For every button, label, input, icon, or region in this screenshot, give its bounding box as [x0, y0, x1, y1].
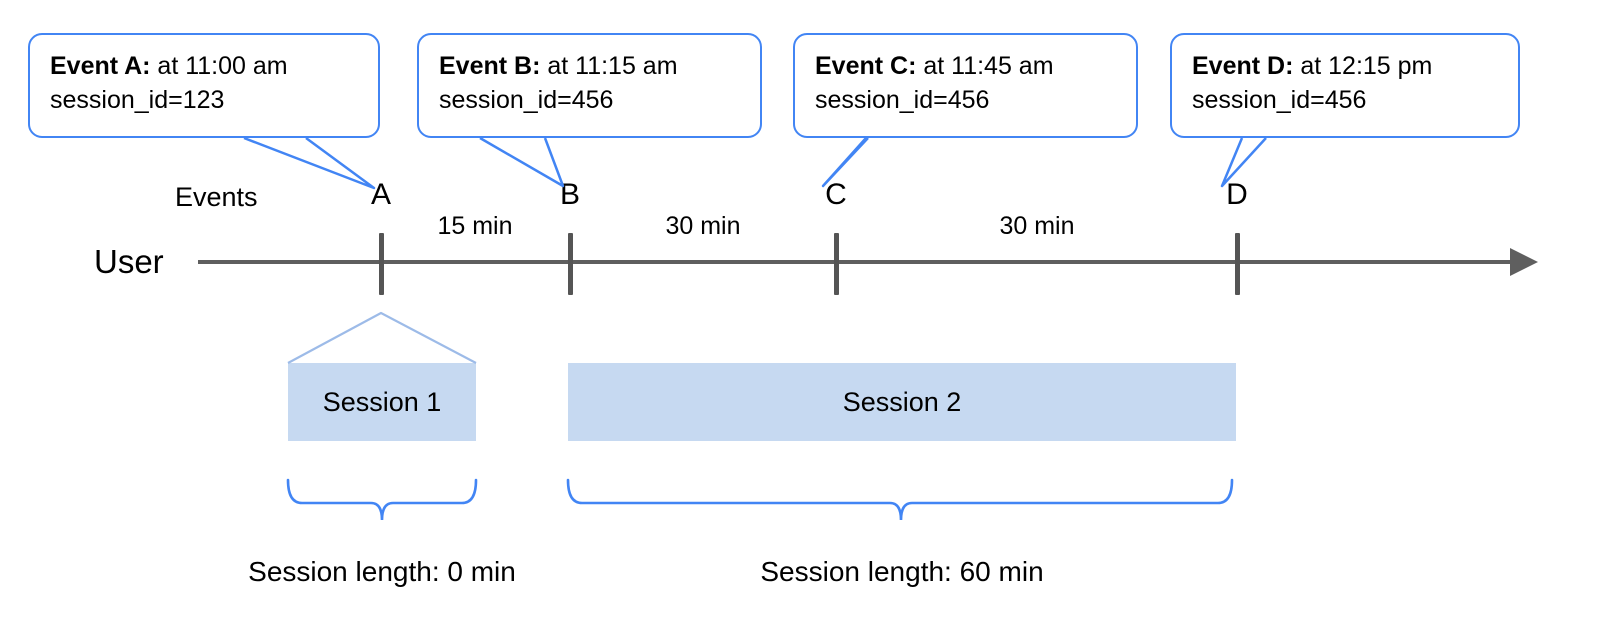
callout-d-bold: Event D: — [1192, 52, 1294, 80]
callout-event-a: Event A: at 11:00 am session_id=123 — [28, 33, 380, 138]
event-label-b: B — [559, 178, 580, 211]
timeline-axis — [198, 260, 1518, 264]
callout-b-line2: session_id=456 — [439, 86, 614, 114]
event-tick-a — [379, 233, 384, 295]
row-label-user: User — [94, 243, 164, 280]
callout-event-b: Event B: at 11:15 am session_id=456 — [417, 33, 762, 138]
session-bar-1: Session 1 — [288, 363, 476, 441]
session-bar-2-label: Session 2 — [842, 386, 962, 417]
event-tick-d — [1235, 233, 1240, 295]
session-2-length-label: Session length: 60 min — [760, 556, 1044, 587]
session-2-brace — [566, 478, 1234, 521]
row-label-events: Events — [175, 182, 258, 212]
callout-a-line1: Event A: at 11:00 am — [50, 49, 360, 83]
session-1-brace — [286, 478, 478, 521]
callout-c-line2: session_id=456 — [815, 86, 990, 114]
duration-c-d: 30 min — [999, 212, 1075, 240]
callout-b-rest: at 11:15 am — [540, 52, 678, 80]
callout-d-rest: at 12:15 pm — [1293, 52, 1433, 80]
callout-d-line2: session_id=456 — [1192, 86, 1367, 114]
callout-a-line2: session_id=123 — [50, 86, 225, 114]
callout-c-rest: at 11:45 am — [916, 52, 1054, 80]
event-label-d: D — [1226, 178, 1248, 211]
callout-b-line1: Event B: at 11:15 am — [439, 49, 742, 83]
event-tick-b — [568, 233, 573, 295]
callout-a-rest: at 11:00 am — [150, 52, 288, 80]
callout-b-bold: Event B: — [439, 52, 541, 80]
callout-event-c: Event C: at 11:45 am session_id=456 — [793, 33, 1138, 138]
session-bar-1-label: Session 1 — [322, 386, 442, 417]
event-label-a: A — [370, 178, 391, 211]
callout-d-line1: Event D: at 12:15 pm — [1192, 49, 1500, 83]
duration-a-b: 15 min — [437, 212, 513, 240]
callout-a-pointer — [243, 136, 376, 190]
session-bar-2: Session 2 — [568, 363, 1236, 441]
callout-event-d: Event D: at 12:15 pm session_id=456 — [1170, 33, 1520, 138]
callout-c-line1: Event C: at 11:45 am — [815, 49, 1118, 83]
event-label-c: C — [825, 178, 847, 211]
callout-c-bold: Event C: — [815, 52, 917, 80]
event-tick-c — [834, 233, 839, 295]
session-1-length-label: Session length: 0 min — [248, 556, 516, 587]
session-1-funnel — [287, 311, 477, 364]
callout-a-bold: Event A: — [50, 52, 151, 80]
duration-b-c: 30 min — [665, 212, 741, 240]
